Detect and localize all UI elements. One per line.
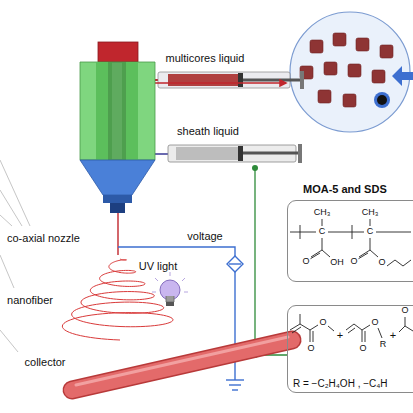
liquid-label: multicores liquid	[165, 52, 246, 64]
atom-label: O	[377, 258, 386, 268]
atom-label: O	[301, 257, 310, 267]
part-label: collector	[24, 356, 67, 368]
leader-lines	[0, 160, 30, 352]
atom-label: O	[370, 318, 379, 328]
plus-sign: +	[336, 329, 344, 341]
atom-label: CH₃	[361, 208, 380, 218]
collector-drum	[72, 337, 292, 390]
monomer-structures	[290, 314, 413, 342]
atom-label: O	[349, 257, 358, 267]
part-label: voltage	[186, 230, 223, 242]
atom-label: C	[366, 227, 375, 237]
plus-sign: +	[389, 329, 397, 341]
atom-label: OH	[329, 258, 345, 268]
atom-label: O	[358, 344, 367, 354]
pointer-arrow	[392, 66, 413, 86]
feed-line	[252, 165, 287, 358]
panel-heading: MOA-5 and SDS	[303, 183, 387, 195]
sheath-syringe	[152, 144, 302, 163]
atom-label: R	[379, 340, 388, 350]
multicore-syringe	[138, 71, 304, 89]
uv-lamp	[152, 272, 188, 306]
substituent-note: R = −C₂H₄OH , −C₄H	[293, 378, 388, 389]
atom-label: C	[318, 227, 327, 237]
atom-label: O	[306, 344, 315, 354]
part-label: UV light	[138, 260, 179, 272]
part-label: nanofiber	[6, 294, 54, 306]
liquid-label: sheath liquid	[176, 125, 240, 137]
coaxial-nozzle	[80, 42, 155, 255]
particle-inset	[290, 12, 413, 132]
panel-border	[287, 200, 413, 282]
atom-label: O	[400, 306, 409, 316]
part-label: co-axial nozzle	[6, 232, 81, 244]
polymer-structure	[290, 219, 411, 266]
atom-label: O	[318, 318, 327, 328]
atom-label: CH₃	[313, 208, 332, 218]
